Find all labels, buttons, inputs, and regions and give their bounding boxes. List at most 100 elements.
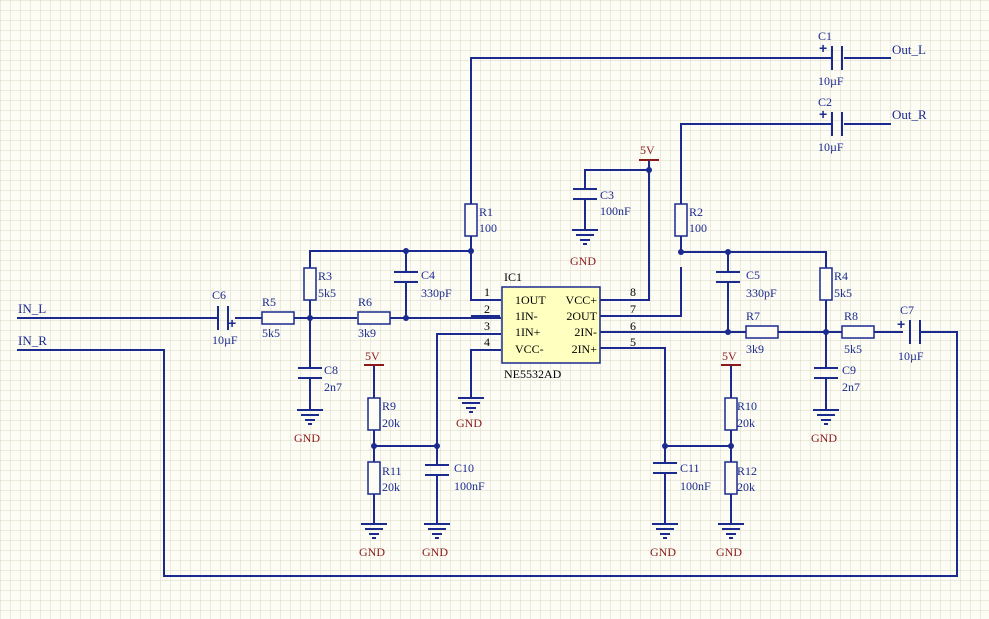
resistor-body [261, 311, 295, 325]
ground-c10[interactable]: GND [422, 523, 450, 559]
net-label-in-l[interactable]: IN_L [18, 301, 46, 316]
component-ref: R3 [318, 269, 332, 283]
ground-icon [572, 229, 598, 245]
capacitor-c1[interactable]: + C1 10µF [818, 29, 844, 88]
resistor-r1[interactable]: R1 100 [464, 203, 497, 237]
component-ref: C11 [680, 461, 700, 475]
junction-dot [646, 167, 652, 173]
ground-c8[interactable]: GND [294, 409, 323, 445]
ic-pin-name: VCC- [515, 342, 544, 356]
wires [17, 57, 958, 577]
ic-pin-name: 1IN- [515, 309, 538, 323]
ic-pin-name: 1IN+ [515, 325, 541, 339]
component-value: 10µF [818, 140, 844, 154]
component-value: 5k5 [318, 286, 336, 300]
component-ref: R4 [834, 269, 848, 283]
capacitor-c5[interactable]: C5 330pF [716, 268, 777, 300]
ground-c11[interactable]: GND [650, 523, 678, 559]
power-label: 5V [365, 349, 380, 363]
junction-dot [371, 443, 377, 449]
resistor-r12[interactable]: R12 20k [724, 461, 757, 495]
capacitor-c7[interactable]: + C7 10µF [897, 303, 924, 363]
component-ref: C3 [600, 188, 614, 202]
resistor-r7[interactable]: R7 3k9 [745, 309, 779, 356]
capacitor-c4[interactable]: C4 330pF [394, 268, 452, 300]
polarity-plus-icon: + [819, 106, 827, 122]
junction-dot [468, 248, 474, 254]
ic-pin-number: 5 [630, 335, 636, 349]
junction-dot [728, 443, 734, 449]
resistor-r9[interactable]: R9 20k [367, 397, 400, 431]
resistor-body [367, 397, 381, 431]
component-value: 100nF [600, 204, 631, 218]
power-label: 5V [722, 349, 737, 363]
resistor-r8[interactable]: R8 5k5 [841, 309, 875, 356]
ground-icon [652, 523, 678, 539]
ground-c3[interactable]: GND [570, 229, 598, 268]
net-label-in-r[interactable]: IN_R [18, 333, 47, 348]
power-label: 5V [640, 143, 655, 157]
component-ref: C10 [454, 461, 474, 475]
component-value: 5k5 [834, 286, 852, 300]
resistor-r3[interactable]: R3 5k5 [303, 267, 336, 301]
component-value: 10µF [898, 349, 924, 363]
component-ref: C7 [900, 303, 914, 317]
resistor-r4[interactable]: R4 5k5 [819, 267, 852, 301]
power-5v-left[interactable]: 5V [364, 349, 384, 366]
resistor-r10[interactable]: R10 20k [724, 397, 757, 431]
resistor-r2[interactable]: R2 100 [674, 203, 707, 237]
resistor-body [724, 461, 738, 495]
ic-designator: IC1 [504, 270, 522, 284]
net-label-out-r[interactable]: Out_R [892, 107, 927, 122]
ic-pin-name: 1OUT [515, 293, 546, 307]
component-ref: C8 [324, 363, 338, 377]
ground-icon [458, 397, 484, 413]
ground-ic-pin4[interactable]: GND [456, 397, 484, 430]
capacitor-c6[interactable]: + C6 10µF [212, 288, 238, 347]
resistor-r6[interactable]: R6 3k9 [357, 295, 391, 340]
component-ref: R5 [262, 295, 276, 309]
net-label-out-l[interactable]: Out_L [892, 42, 926, 57]
component-ref: R6 [358, 295, 372, 309]
capacitor-c8[interactable]: C8 2n7 [298, 363, 342, 394]
resistor-r11[interactable]: R11 20k [367, 461, 402, 495]
junction-dot [403, 315, 409, 321]
junction-dot [307, 315, 313, 321]
ground-icon [297, 409, 323, 425]
power-5v-right[interactable]: 5V [721, 349, 741, 366]
resistor-r5[interactable]: R5 5k5 [261, 295, 295, 340]
ic1-symbol[interactable]: IC1 NE5532AD 1 2 3 4 8 7 6 5 1OUT 1IN- 1… [471, 270, 636, 381]
capacitor-c3[interactable]: C3 100nF [573, 188, 631, 218]
ic-pin-number: 8 [630, 285, 636, 299]
capacitor-c10[interactable]: C10 100nF [425, 461, 485, 493]
ground-r12[interactable]: GND [716, 523, 744, 559]
component-value: 100 [689, 221, 707, 235]
ground-label: GND [359, 545, 385, 559]
ground-icon [361, 523, 387, 539]
component-ref: C5 [746, 268, 760, 282]
resistor-body [367, 461, 381, 495]
component-value: 3k9 [358, 326, 376, 340]
ground-label: GND [570, 254, 596, 268]
ground-r11[interactable]: GND [359, 523, 387, 559]
component-ref: C6 [212, 288, 226, 302]
ic-pin-name: 2IN+ [572, 342, 598, 356]
component-value: 100nF [454, 479, 485, 493]
component-ref: R12 [737, 464, 757, 478]
resistor-body [819, 267, 833, 301]
resistor-body [464, 203, 478, 237]
power-5v-ic[interactable]: 5V [639, 143, 659, 161]
component-value: 10µF [818, 74, 844, 88]
component-value: 2n7 [324, 380, 342, 394]
capacitor-c9[interactable]: C9 2n7 [814, 363, 860, 394]
junction-dot [725, 249, 731, 255]
ground-c9[interactable]: GND [811, 409, 839, 445]
junction-dot [823, 329, 829, 335]
component-value: 100 [479, 221, 497, 235]
component-ref: R11 [382, 464, 402, 478]
ic-pin-name: 2IN- [574, 325, 597, 339]
capacitor-c11[interactable]: C11 100nF [653, 461, 711, 493]
capacitor-c2[interactable]: + C2 10µF [818, 95, 844, 154]
component-value: 100nF [680, 479, 711, 493]
component-value: 20k [737, 480, 755, 494]
